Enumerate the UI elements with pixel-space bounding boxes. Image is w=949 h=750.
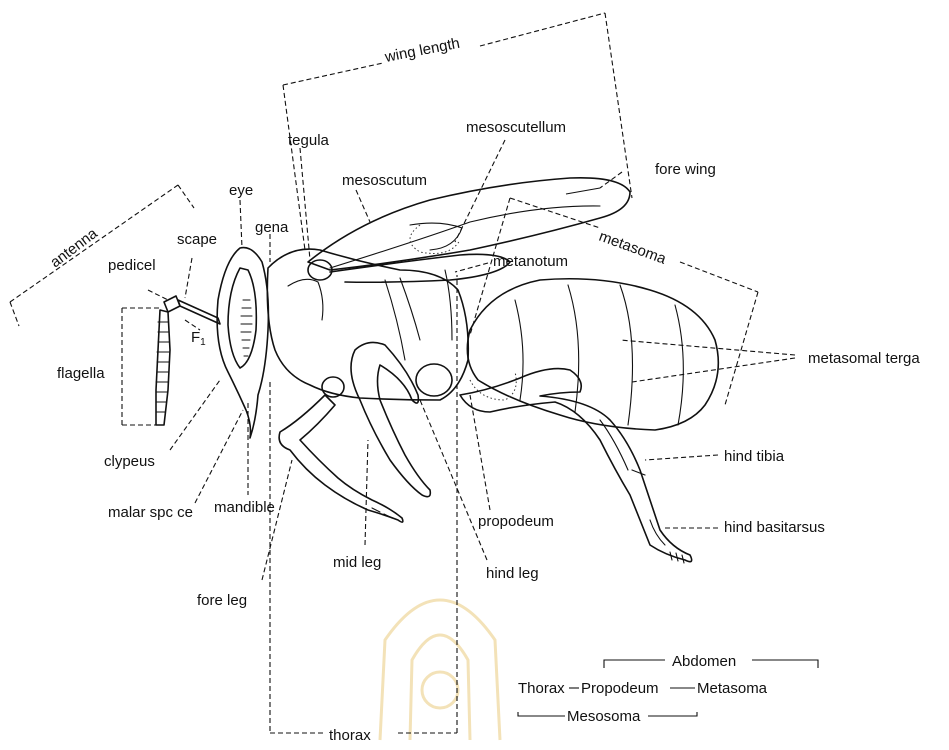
watermark-emblem — [380, 600, 500, 740]
terminology-legend: Abdomen Thorax Propodeum Metasoma Mesoso… — [518, 653, 818, 725]
legend-propodeum: Propodeum — [581, 680, 659, 697]
label-f1-letter: F — [191, 329, 200, 346]
label-eye: eye — [229, 182, 253, 199]
label-hind-basitarsus: hind basitarsus — [724, 519, 825, 536]
label-scape: scape — [177, 231, 217, 248]
label-mid-leg: mid leg — [333, 554, 381, 571]
label-flagella: flagella — [57, 365, 105, 382]
label-fore-leg: fore leg — [197, 592, 247, 609]
label-malar-space: malar spc ce — [108, 504, 193, 521]
label-pedicel: pedicel — [108, 257, 156, 274]
label-metasoma: metasoma — [597, 228, 669, 268]
thorax-shape — [267, 249, 468, 400]
label-wing-length: wing length — [383, 35, 462, 66]
label-f1: F1 — [191, 329, 206, 348]
fore-leg-shape — [279, 395, 403, 522]
label-fore-wing: fore wing — [655, 161, 716, 178]
label-mesoscutellum: mesoscutellum — [466, 119, 566, 136]
label-propodeum: propodeum — [478, 513, 554, 530]
metasoma-bracket — [470, 198, 758, 405]
label-gena: gena — [255, 219, 289, 236]
label-metasomal-terga: metasomal terga — [808, 350, 920, 367]
legend-mesosoma: Mesosoma — [567, 708, 641, 725]
label-antenna: antenna — [47, 225, 101, 272]
label-hind-tibia: hind tibia — [724, 448, 785, 465]
label-f1-subscript: 1 — [200, 337, 206, 348]
legend-abdomen: Abdomen — [672, 653, 736, 670]
antenna-bracket — [10, 185, 194, 326]
mid-leg-shape — [351, 342, 430, 496]
head-shape — [217, 248, 268, 438]
antenna-scape-shape — [178, 300, 220, 324]
label-clypeus: clypeus — [104, 453, 155, 470]
eye-shape — [228, 268, 256, 368]
label-hind-leg: hind leg — [486, 565, 539, 582]
antenna-flagellum-shape — [156, 310, 170, 425]
legend-thorax: Thorax — [518, 680, 565, 697]
legend-metasoma: Metasoma — [697, 680, 768, 697]
label-tegula: tegula — [288, 132, 330, 149]
label-thorax: thorax — [329, 727, 371, 744]
label-mesoscutum: mesoscutum — [342, 172, 427, 189]
hind-leg-shape — [460, 369, 692, 562]
label-metanotum: metanotum — [493, 253, 568, 270]
label-mandible: mandible — [214, 499, 275, 516]
